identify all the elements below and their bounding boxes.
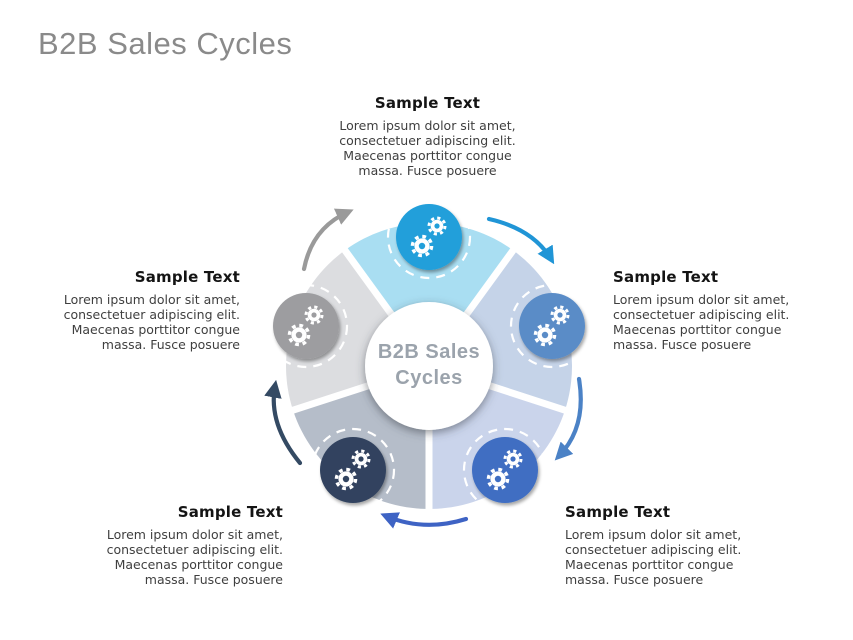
wedge-top: [344, 222, 514, 366]
gear-icon: [287, 305, 324, 347]
gear-icon: [486, 449, 523, 491]
center-label: B2B Sales Cycles: [377, 341, 481, 389]
step-node-bottom-left: [310, 427, 396, 513]
node-circle: [519, 293, 585, 359]
node-circle: [472, 437, 538, 503]
text-block-left: Sample Text Lorem ipsum dolor sit amet, …: [45, 268, 240, 352]
step-description-left: Lorem ipsum dolor sit amet, consectetuer…: [63, 292, 240, 352]
step-label-right: Sample Text: [613, 268, 719, 286]
cycle-arrow-top-to-right: [486, 216, 555, 265]
dashed-ring: [263, 283, 349, 369]
step-label-left: Sample Text: [134, 268, 240, 286]
text-block-bottom-left: Sample Text Lorem ipsum dolor sit amet, …: [88, 503, 283, 587]
dashed-ring: [386, 194, 472, 280]
step-label-bottom-right: Sample Text: [565, 503, 671, 521]
cycle-arrow-bottom-right-to-bottom-left: [380, 512, 469, 529]
center-circle: [365, 302, 493, 430]
step-node-top: [386, 194, 472, 280]
gear-icon: [533, 305, 570, 347]
dashed-ring: [509, 283, 595, 369]
node-circle: [273, 293, 339, 359]
text-block-bottom-right: Sample Text Lorem ipsum dolor sit amet, …: [565, 503, 760, 587]
gear-icon: [410, 216, 447, 258]
step-label-top: Sample Text: [374, 94, 481, 112]
step-description-bottom-left: Lorem ipsum dolor sit amet, consectetuer…: [106, 527, 283, 587]
text-block-right: Sample Text Lorem ipsum dolor sit amet, …: [613, 268, 808, 352]
gear-icon: [334, 449, 371, 491]
step-node-left: [263, 283, 349, 369]
node-circle: [320, 437, 386, 503]
node-circle: [396, 204, 462, 270]
step-description-bottom-right: Lorem ipsum dolor sit amet, consectetuer…: [565, 527, 742, 587]
step-node-bottom-right: [462, 427, 548, 513]
cycle-arrow-right-to-bottom-right: [554, 376, 583, 461]
dashed-ring: [462, 427, 548, 513]
dashed-ring: [310, 427, 396, 513]
page-title: B2B Sales Cycles: [38, 26, 293, 61]
step-description-top: Lorem ipsum dolor sit amet, consectetuer…: [339, 118, 516, 178]
step-description-right: Lorem ipsum dolor sit amet, consectetuer…: [613, 292, 790, 352]
step-node-right: [509, 283, 595, 369]
step-label-bottom-left: Sample Text: [177, 503, 283, 521]
cycle-arrow-left-to-top: [301, 208, 354, 272]
cycle-arrow-bottom-left-to-left: [264, 379, 303, 466]
text-block-top: Sample Text Lorem ipsum dolor sit amet, …: [330, 94, 525, 178]
